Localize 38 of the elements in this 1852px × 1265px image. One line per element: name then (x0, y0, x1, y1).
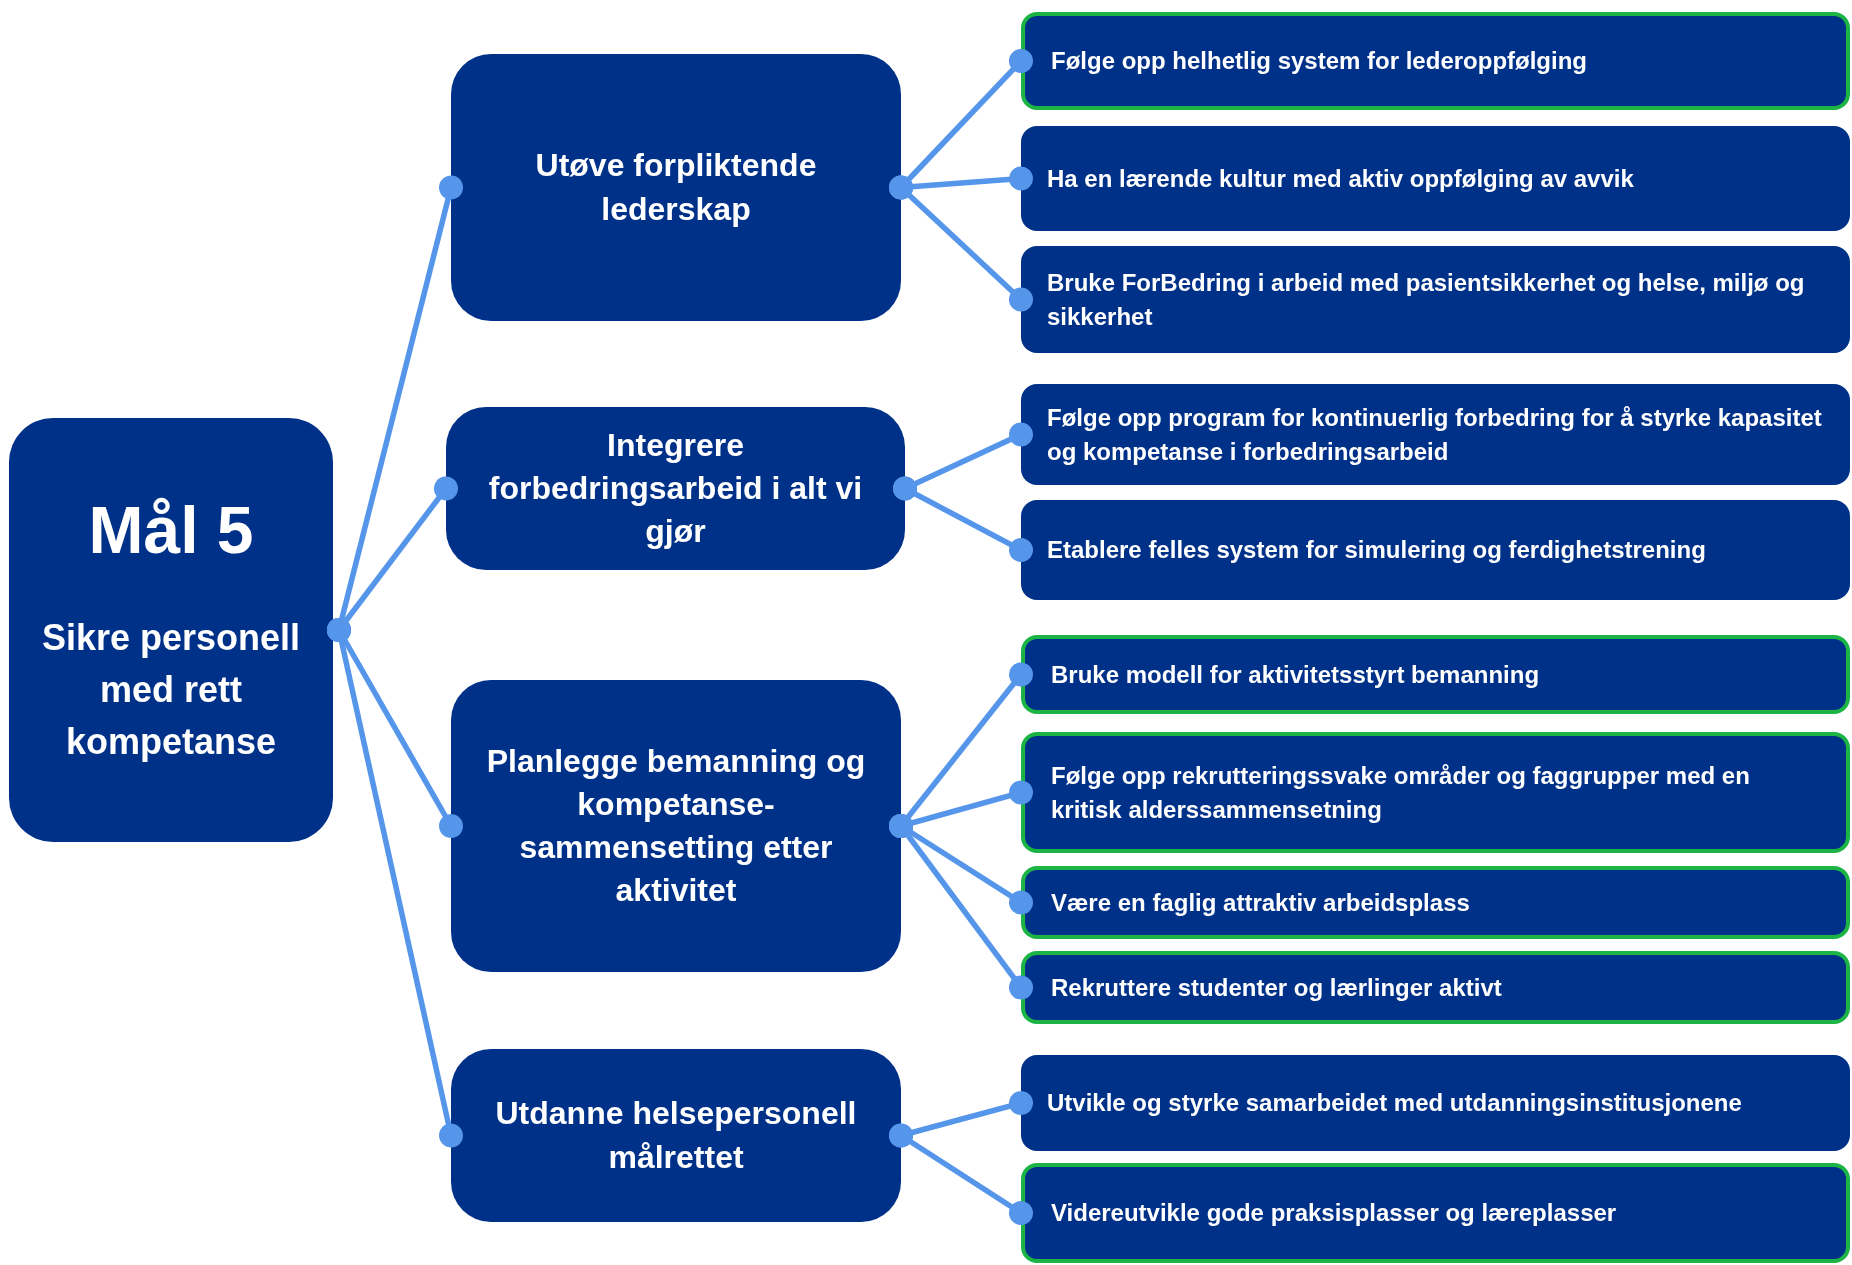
connector-line (327, 618, 463, 1148)
goal-text: Sikre personell med rett kompetanse (40, 615, 302, 765)
action-text: Etablere felles system for simulering og ferdighetstrening (1047, 535, 1707, 566)
action-box (1021, 1055, 1850, 1151)
action-box (1021, 12, 1850, 110)
action-text: Videreutvikle gode praksisplasser og læreplasser (1051, 1198, 1618, 1229)
connector-line (893, 476, 1033, 562)
action-text: Følge opp helhetlig system for lederoppfølging (1051, 46, 1588, 77)
action-box (1021, 951, 1850, 1024)
action-box (1021, 384, 1850, 485)
strategy-text: Utdanne helsepersonell målrettet (494, 1094, 858, 1177)
action-box (1021, 500, 1850, 600)
strategy-text: Utøve forpliktende lederskap (534, 146, 818, 229)
action-box (1021, 1163, 1850, 1263)
strategy-box (451, 1049, 901, 1222)
action-box (1021, 732, 1850, 853)
strategy-text: Integrere forbedringsarbeid i alt vi gjør (487, 425, 864, 552)
goal-heading: Mål 5 (88, 491, 254, 568)
action-box (1021, 635, 1850, 714)
action-text: Følge opp program for kontinuerlig forbedring for å styrke kapasitet og kompetanse i forbedringsarbeid (1047, 402, 1823, 467)
action-box (1021, 126, 1850, 231)
strategy-box (446, 407, 905, 570)
strategy-box (451, 680, 901, 972)
strategy-box (451, 54, 901, 321)
connector-line (889, 1123, 1033, 1225)
action-text: Bruke ForBedring i arbeid med pasientsikkerhet og helse, miljø og sikkerhet (1047, 267, 1806, 332)
goal-box (9, 418, 333, 842)
strategy-text: Planlegge bemanning og kompetanse-sammensetting etter aktivitet (485, 741, 867, 911)
action-text: Rekruttere studenter og lærlinger aktivt (1051, 972, 1503, 1003)
action-text: Utvikle og styrke samarbeidet med utdanningsinstitusjonene (1047, 1088, 1743, 1119)
connector-line (889, 175, 1033, 312)
action-text: Ha en lærende kultur med aktiv oppfølging av avvik (1047, 163, 1635, 194)
action-text: Følge opp rekrutteringssvake områder og faggrupper med en kritisk alderssammensetning (1051, 760, 1751, 825)
action-text: Bruke modell for aktivitetsstyrt bemanning (1051, 659, 1541, 690)
action-box (1021, 866, 1850, 939)
action-text: Være en faglig attraktiv arbeidsplass (1051, 887, 1471, 918)
connector-line (889, 814, 1033, 1000)
action-box (1021, 246, 1850, 353)
